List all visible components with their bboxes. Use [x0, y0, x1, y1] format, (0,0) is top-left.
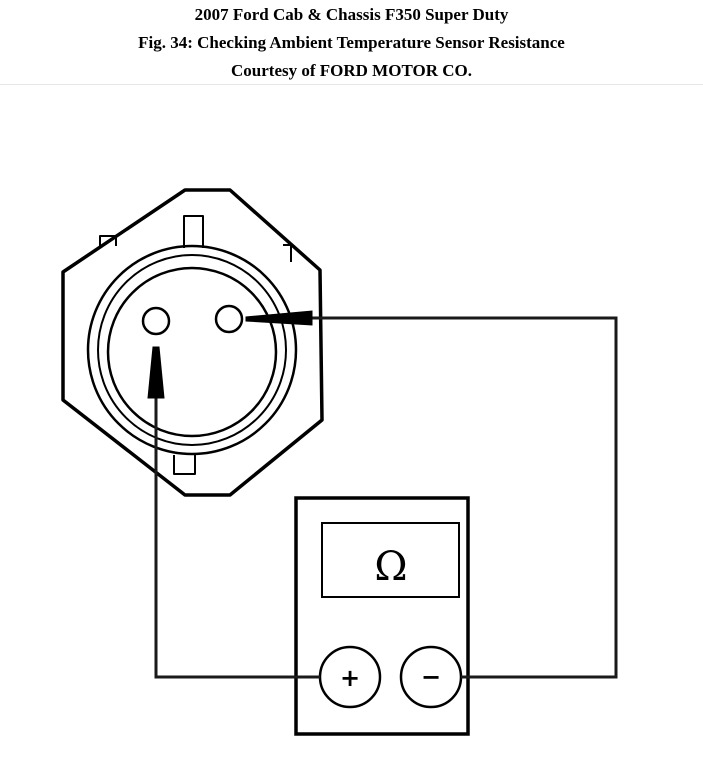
figure-caption: Fig. 34: Checking Ambient Temperature Se… [138, 33, 565, 52]
positive-test-lead [147, 346, 320, 679]
ohmmeter: Ω + − [294, 496, 470, 736]
sensor-top-key-tab [183, 215, 204, 248]
positive-terminal-label: + [340, 664, 360, 692]
negative-lead-wire [300, 316, 618, 679]
negative-terminal-label: − [421, 663, 441, 691]
ohm-symbol: Ω [374, 544, 407, 590]
sensor-outer-ring [86, 244, 298, 456]
sensor-connector [61, 188, 324, 497]
sensor-terminal-right [214, 304, 244, 334]
negative-probe-tip [245, 310, 313, 326]
sensor-middle-ring [97, 254, 287, 446]
header-divider [0, 84, 703, 85]
negative-test-lead [245, 310, 618, 679]
figure-header: 2007 Ford Cab & Chassis F350 Super Duty … [0, 0, 703, 84]
sensor-inner-ring [106, 266, 278, 438]
ohmmeter-display [321, 522, 460, 598]
sensor-right-tab [283, 244, 292, 262]
sensor-bottom-key-tab [173, 455, 196, 475]
sensor-top-left-tab [99, 235, 117, 246]
figure-credit: Courtesy of FORD MOTOR CO. [231, 61, 472, 80]
positive-lead-wire [154, 392, 320, 679]
vehicle-title: 2007 Ford Cab & Chassis F350 Super Duty [194, 5, 509, 24]
sensor-terminal-left [141, 306, 171, 336]
positive-probe-tip [147, 346, 165, 399]
